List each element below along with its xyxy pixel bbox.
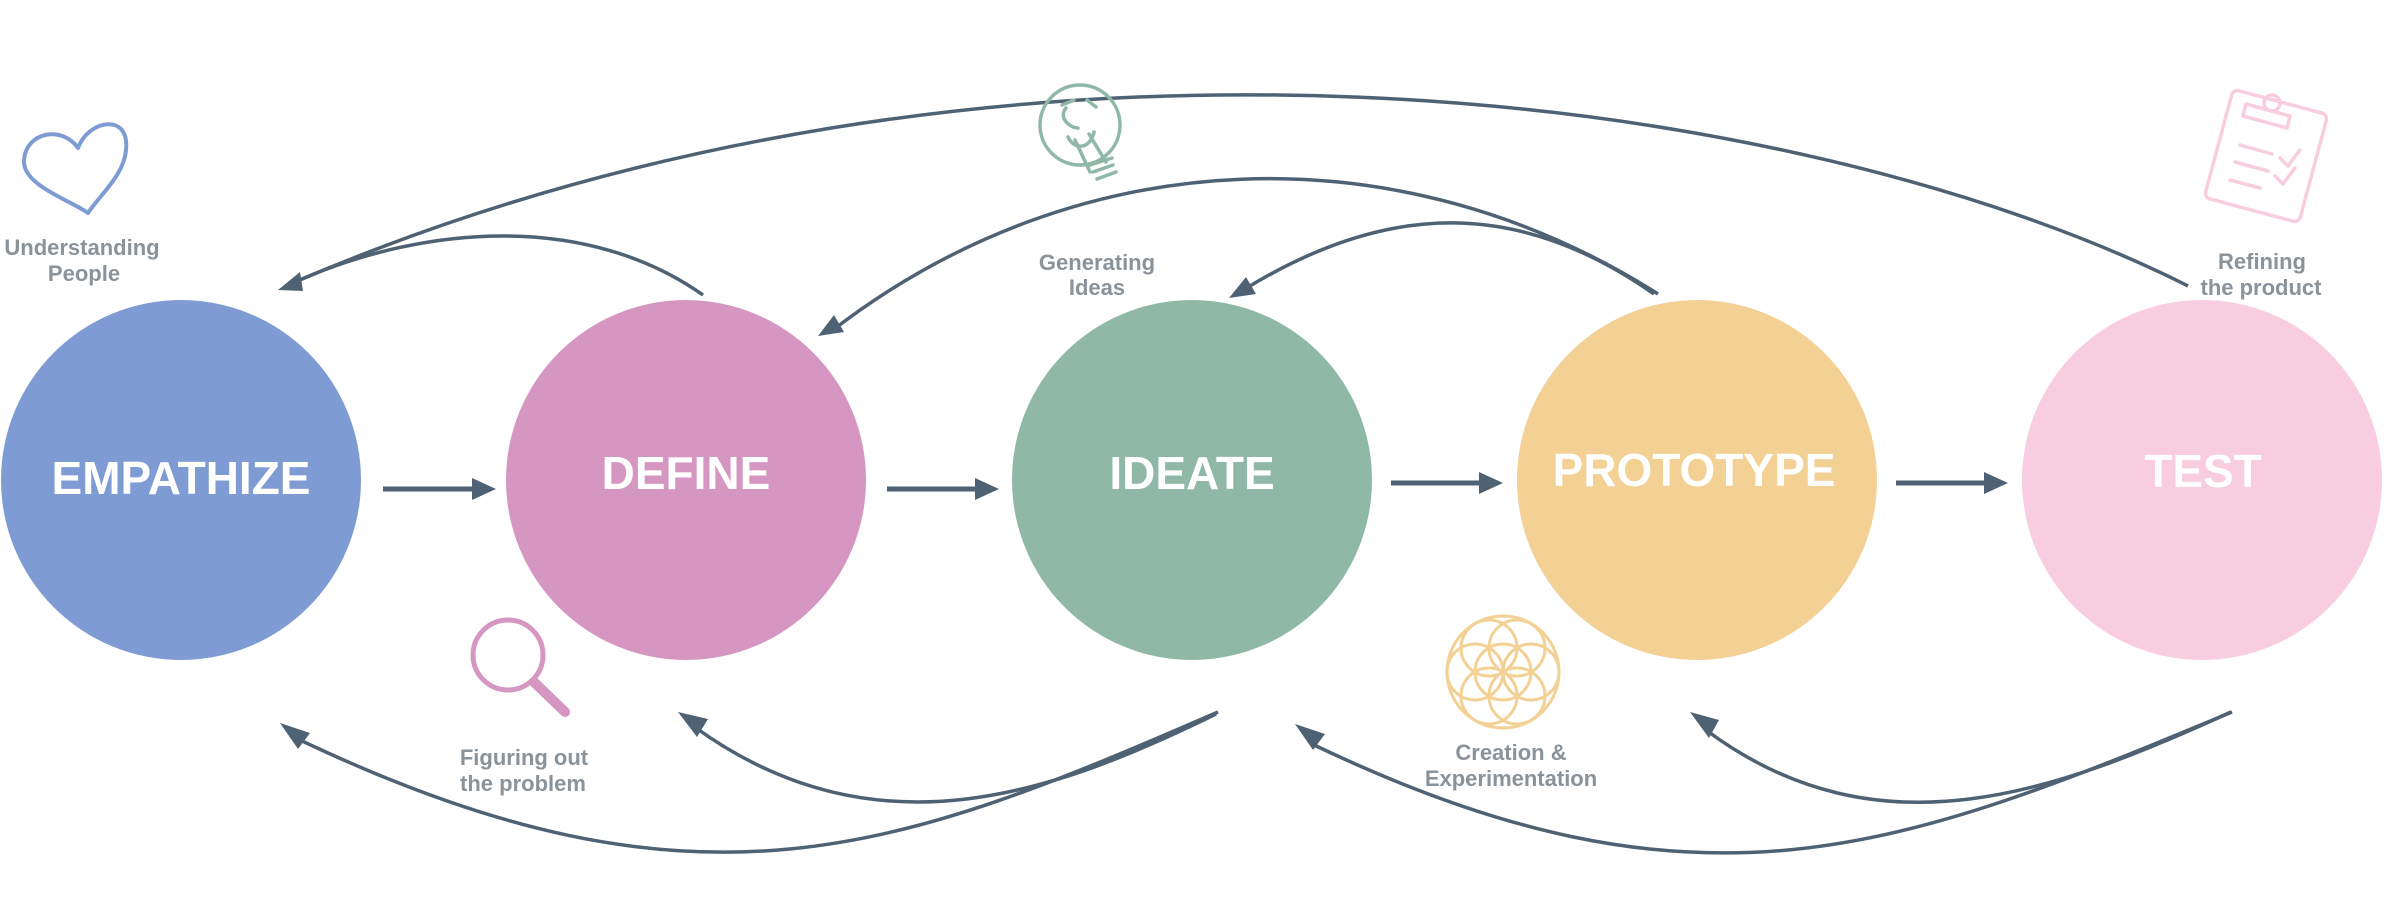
test-caption-line1: Refining	[2218, 249, 2306, 274]
magnifier-icon	[470, 617, 570, 717]
define-caption-line1: Figuring out	[460, 745, 589, 770]
arc-prototype-to-define	[818, 177, 1659, 336]
empathize-circle	[1, 300, 361, 660]
define-circle	[506, 300, 866, 660]
empathize-label: EMPATHIZE	[52, 452, 311, 504]
define-label: DEFINE	[602, 447, 771, 499]
lightbulb-icon	[1038, 83, 1122, 181]
test-circle	[2022, 300, 2382, 660]
heart-icon	[22, 122, 129, 215]
prototype-caption-line1: Creation &	[1455, 740, 1566, 765]
ideate-label: IDEATE	[1109, 447, 1274, 499]
forward-arrow-define-ideate	[887, 478, 999, 500]
arc-define-to-empathize	[294, 234, 705, 297]
define-caption-line2: the problem	[460, 771, 586, 796]
prototype-label: PROTOTYPE	[1553, 444, 1836, 496]
test-label: TEST	[2144, 445, 2262, 497]
flower-of-life-icon	[1445, 614, 1561, 730]
ideate-circle	[1012, 300, 1372, 660]
arc-prototype-to-ideate	[1229, 221, 1656, 298]
ideate-caption-line1: Generating	[1039, 250, 1155, 275]
arc-test-to-empathize	[278, 93, 2189, 291]
arc-ideate-to-empathize	[280, 710, 1219, 854]
clipboard-icon	[2203, 88, 2329, 224]
forward-arrow-prototype-test	[1896, 472, 2008, 494]
forward-arrow-empathize-define	[383, 478, 496, 500]
prototype-caption-line2: Experimentation	[1425, 766, 1597, 791]
arc-test-to-prototype	[1690, 710, 2232, 805]
ideate-caption-line2: Ideas	[1069, 275, 1125, 300]
arc-ideate-to-define	[678, 712, 1217, 804]
empathize-caption-line2: People	[48, 261, 120, 286]
prototype-circle	[1517, 300, 1877, 660]
empathize-caption-line1: Understanding	[4, 235, 159, 260]
forward-arrow-ideate-prototype	[1391, 472, 1503, 494]
test-caption-line2: the product	[2201, 275, 2323, 300]
